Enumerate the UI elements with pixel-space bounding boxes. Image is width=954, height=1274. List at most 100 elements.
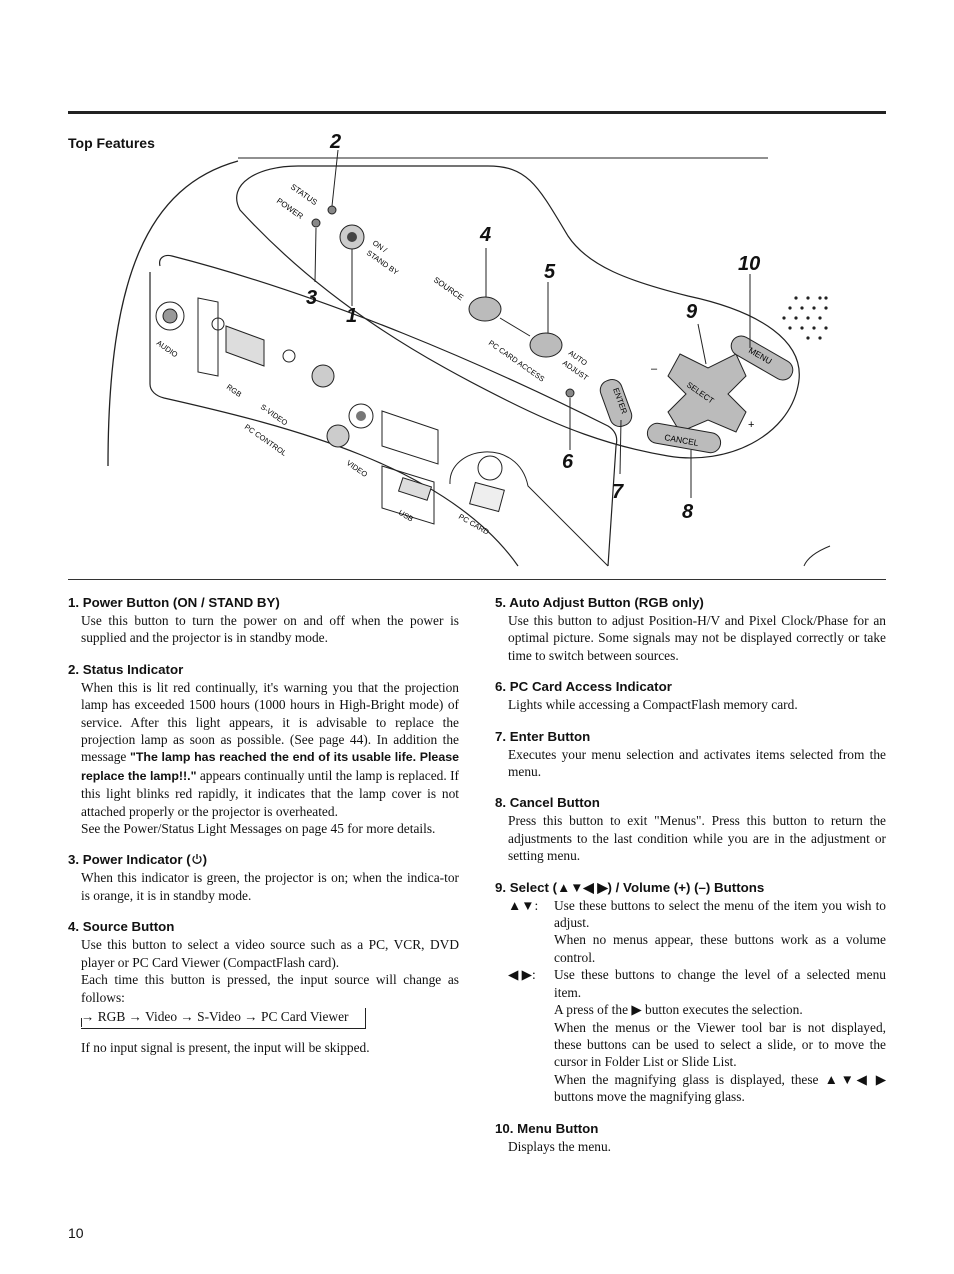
minus-label: – <box>651 363 658 375</box>
item-title: 7. Enter Button <box>495 728 591 744</box>
item-power-button: 1. Power Button (ON / STAND BY) Use this… <box>68 594 459 647</box>
callout-4: 4 <box>479 224 491 246</box>
item-title: 9. Select (▲▼◀ ▶) / Volume (+) (–) Butto… <box>495 879 765 895</box>
item-enter-button: 7. Enter Button Executes your menu selec… <box>495 728 886 781</box>
item-body: Use this button to turn the power on and… <box>81 613 459 646</box>
pc-control-port <box>326 424 350 448</box>
sub-item-text: When the menus or the Viewer tool bar is… <box>554 1019 886 1070</box>
item-title: 2. Status Indicator <box>68 661 184 677</box>
power-indicator <box>311 218 321 228</box>
callout-9: 9 <box>686 301 698 323</box>
usb-slot <box>397 477 433 501</box>
leader-lines <box>314 149 751 498</box>
auto-adjust-button[interactable] <box>529 332 563 358</box>
item-title: 6. PC Card Access Indicator <box>495 679 672 695</box>
audio-jack-center <box>162 308 178 324</box>
sub-item-text: When the magnifying glass is displayed, … <box>554 1071 886 1105</box>
sub-item-up-down: ▲▼: Use these buttons to select the menu… <box>495 897 886 932</box>
svideo-label: S-VIDEO <box>259 402 290 427</box>
sub-item-text: A press of the ▶ button executes the sel… <box>554 1002 803 1018</box>
source-label: SOURCE <box>432 275 465 302</box>
body-text: When this is lit red continually, it's w… <box>81 679 459 765</box>
pc-card-eject <box>477 455 503 481</box>
callout-1: 1 <box>346 305 357 327</box>
item-body: Lights while accessing a CompactFlash me… <box>508 697 798 713</box>
item-body: Executes your menu selection and activat… <box>508 746 886 780</box>
rgb-screw <box>282 349 296 363</box>
cancel-button[interactable] <box>646 422 722 455</box>
source-button[interactable] <box>468 296 502 322</box>
item-menu-button: 10. Menu Button Displays the menu. <box>495 1120 886 1155</box>
page-number: 10 <box>68 1225 84 1241</box>
status-label: STATUS <box>289 182 319 207</box>
item-body: Press this button to exit "Menus". Press… <box>508 813 886 864</box>
plus-label: + <box>748 419 754 431</box>
callout-6: 6 <box>562 451 574 473</box>
callout-3: 3 <box>306 287 317 309</box>
rgb-screw <box>211 317 225 331</box>
title-text: ) <box>202 852 208 868</box>
top-rule <box>68 111 886 114</box>
pc-card-slot <box>449 451 609 567</box>
item-body: See the Power/Status Light Messages on p… <box>81 821 436 837</box>
status-indicator <box>327 205 337 215</box>
svideo-port <box>311 364 335 388</box>
item-body: Use this button to adjust Position-H/V a… <box>508 613 886 663</box>
callout-8: 8 <box>682 501 694 523</box>
item-body: When this indicator is green, the projec… <box>81 870 459 903</box>
enter-button[interactable] <box>597 377 634 430</box>
item-title: 4. Source Button <box>68 919 175 935</box>
item-body: Each time this button is pressed, the in… <box>81 972 459 1005</box>
callout-5: 5 <box>544 261 556 283</box>
rgb-port <box>225 325 265 367</box>
speaker-grid <box>782 296 828 340</box>
video-label: VIDEO <box>345 458 369 479</box>
power-symbol-icon <box>192 854 202 865</box>
projector-body-outline <box>107 160 239 467</box>
item-status-indicator: 2. Status Indicator When this is lit red… <box>68 661 459 838</box>
menu-button[interactable] <box>728 332 797 383</box>
control-panel-outline <box>236 165 800 459</box>
projector-top-diagram: STATUS POWER ON / STAND BY SOURCE AUTO A… <box>107 131 831 567</box>
on-standby-button-center <box>347 232 357 242</box>
source-cycle-diagram: → RGB → Video → S-Video → PC Card Viewer <box>81 1007 366 1030</box>
body-text: appears continually until the lamp is re… <box>81 767 460 819</box>
title-text: 3. Power Indicator ( <box>68 852 191 868</box>
connector-panel-outline <box>159 254 618 567</box>
sub-item-left-right: ◀ ▶: Use these buttons to change the lev… <box>495 966 886 1001</box>
connector-panel-lower <box>149 272 519 567</box>
video-port-center <box>356 411 366 421</box>
video-port <box>348 403 374 429</box>
item-body: Use this button to select a video source… <box>81 937 459 970</box>
lamp-message: "The lamp has reached the end of its usa… <box>81 750 460 783</box>
callout-7: 7 <box>612 481 624 503</box>
callout-10: 10 <box>738 253 760 275</box>
usb-port-frame <box>381 410 439 465</box>
section-title: Top Features <box>68 135 155 151</box>
item-body: Displays the menu. <box>508 1138 612 1154</box>
item-pc-card-access-indicator: 6. PC Card Access Indicator Lights while… <box>495 678 886 713</box>
source-auto-link <box>499 317 531 337</box>
item-title: 1. Power Button (ON / STAND BY) <box>68 595 280 610</box>
callout-2: 2 <box>329 131 341 153</box>
item-select-buttons: 9. Select (▲▼◀ ▶) / Volume (+) (–) Butto… <box>495 879 886 1106</box>
item-title: 3. Power Indicator () <box>68 851 459 868</box>
left-right-keys: ◀ ▶: <box>508 967 536 983</box>
item-title: 10. Menu Button <box>495 1120 599 1136</box>
pc-card-label: PC CARD <box>457 512 491 537</box>
corner-mark <box>803 545 831 567</box>
sub-item-text: Use these buttons to select the menu of … <box>554 897 886 931</box>
rgb-label: RGB <box>225 382 243 399</box>
audio-label: AUDIO <box>155 338 180 359</box>
item-body: If no input signal is present, the input… <box>81 1040 370 1056</box>
up-down-keys: ▲▼: <box>508 897 539 913</box>
usb-label: USB <box>397 508 415 524</box>
item-body: When this is lit red continually, it's w… <box>68 679 459 820</box>
item-title: 5. Auto Adjust Button (RGB only) <box>495 595 704 610</box>
item-source-button: 4. Source Button Use this button to sele… <box>68 918 459 1056</box>
pc-card-access-indicator <box>565 388 575 398</box>
rgb-port-frame <box>197 297 219 377</box>
usb-port <box>381 465 435 525</box>
audio-jack <box>155 301 185 331</box>
left-column: 1. Power Button (ON / STAND BY) Use this… <box>68 594 459 1071</box>
